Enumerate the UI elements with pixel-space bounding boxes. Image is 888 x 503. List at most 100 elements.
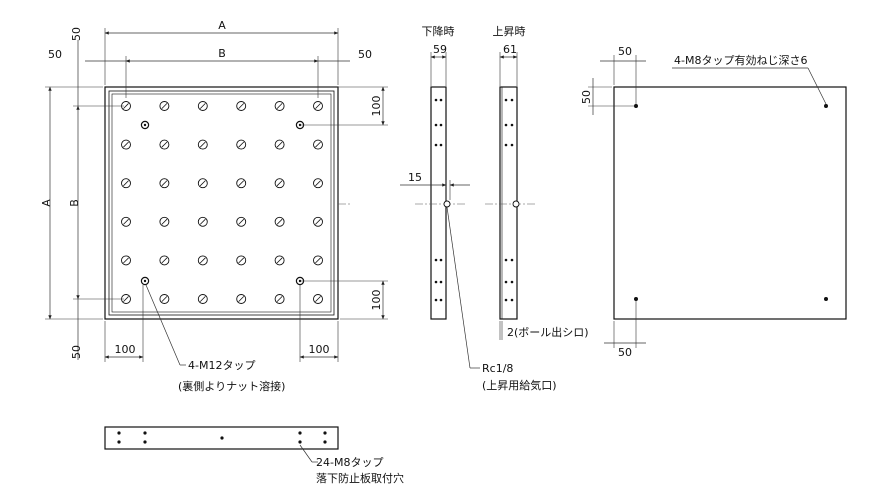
strip-hole	[323, 431, 327, 435]
dim-50-bv-top: 50	[618, 45, 632, 58]
ball-hole	[197, 294, 208, 304]
ball-hole	[274, 178, 285, 189]
side-hole	[439, 98, 443, 102]
dim-a-top: A	[218, 19, 226, 32]
side-hole	[504, 280, 508, 284]
side-hole	[510, 280, 514, 284]
ball-hole	[159, 178, 170, 189]
ball-hole	[236, 101, 247, 111]
ball-hole	[121, 178, 131, 189]
front-strip-view: 24-M8タップ 落下防止板取付穴	[104, 426, 404, 485]
outer-frame	[104, 86, 339, 320]
side-hole	[510, 98, 514, 102]
dim-50-left-bottom: 50	[70, 345, 83, 359]
ball-hole	[313, 139, 323, 150]
side-view-lowered: 下降時 59 15	[400, 24, 470, 320]
ball-hole	[159, 255, 170, 266]
side-hole	[504, 123, 508, 127]
ball-hole	[197, 255, 208, 266]
strip-hole	[117, 431, 121, 435]
side-hole	[434, 298, 438, 302]
dim-100-right-top: 100	[370, 96, 383, 117]
dim-50-bv-bottom: 50	[618, 346, 632, 359]
side-hole	[439, 143, 443, 147]
dim-100-bottom-left: 100	[115, 343, 136, 356]
m12-callout: 4-M12タップ (裏側よりナット溶接)	[145, 284, 285, 393]
side-hole	[439, 298, 443, 302]
dim-50-left-top: 50	[70, 27, 83, 41]
strip-hole	[117, 440, 121, 444]
ball-hole	[121, 216, 131, 227]
bottom-plan-view: 50 50 50 4-M8タップ有効ねじ深さ6	[580, 45, 847, 359]
bottom-dimensions: 100 100	[104, 285, 339, 362]
inner-plate	[111, 93, 332, 313]
ball-hole	[121, 139, 131, 150]
ball-hole	[274, 216, 285, 227]
side-hole	[439, 258, 443, 262]
side-hole	[439, 123, 443, 127]
ball-hole	[313, 101, 323, 111]
side-view-raised: 上昇時 61 2(ボール出シロ)	[485, 25, 589, 340]
m12-tap-label: 4-M12タップ	[188, 359, 255, 372]
ball-hole	[274, 294, 285, 304]
side-hole	[434, 123, 438, 127]
strip-hole	[220, 436, 224, 440]
label-lowered: 下降時	[422, 24, 455, 38]
side-hole	[510, 298, 514, 302]
dim-15: 15	[408, 171, 422, 184]
dim-100-right-bottom: 100	[370, 290, 383, 311]
strip-hole	[298, 440, 302, 444]
dim-50-top-left: 50	[48, 48, 62, 61]
ball-hole	[236, 216, 247, 227]
side-hole	[504, 298, 508, 302]
left-dimensions: A B 50 50	[40, 27, 124, 360]
m12-tap-note: (裏側よりナット溶接)	[178, 379, 285, 393]
ball-hole	[236, 255, 247, 266]
rc-callout: Rc1/8 (上昇用給気口)	[446, 206, 557, 392]
dim-50-bv-left: 50	[580, 90, 593, 104]
side-hole	[434, 98, 438, 102]
ball-hole	[274, 139, 285, 150]
side-hole	[510, 143, 514, 147]
m12-tap-hole	[140, 276, 150, 286]
ball-hole	[159, 101, 170, 111]
strip-hole	[143, 431, 147, 435]
ball-hole	[313, 294, 323, 304]
ball-hole	[313, 255, 323, 266]
ball-hole	[197, 178, 208, 189]
right-dimensions: 100 100	[300, 86, 388, 320]
ball-hole	[313, 216, 323, 227]
side-hole	[510, 123, 514, 127]
m8-24-label: 24-M8タップ	[316, 456, 383, 469]
ball-hole	[159, 294, 170, 304]
dim-59: 59	[433, 43, 447, 56]
label-raised: 上昇時	[493, 25, 526, 38]
ball-hole	[236, 139, 247, 150]
inner-frame	[108, 90, 335, 316]
ball-hole	[197, 216, 208, 227]
dim-a-left: A	[40, 199, 53, 207]
ball-hole	[197, 101, 208, 111]
side-hole	[439, 280, 443, 284]
dim-b-top: B	[218, 47, 226, 60]
side-hole	[510, 258, 514, 262]
main-plan-view	[104, 86, 352, 320]
m8-tap-label: 4-M8タップ有効ねじ深さ6	[674, 53, 807, 67]
side-hole	[504, 143, 508, 147]
ball-hole	[197, 139, 208, 150]
ball-hole	[159, 139, 170, 150]
m12-tap-hole	[140, 120, 150, 130]
side-hole	[434, 143, 438, 147]
side-hole	[434, 258, 438, 262]
dim-b-left: B	[68, 199, 81, 207]
dim-50-top-right: 50	[358, 48, 372, 61]
rc-note: (上昇用給気口)	[482, 378, 557, 392]
ball-hole	[236, 178, 247, 189]
dim-2-ball: 2(ボール出シロ)	[507, 325, 589, 339]
rc-label: Rc1/8	[482, 362, 513, 375]
ball-hole	[313, 178, 323, 189]
strip-hole	[143, 440, 147, 444]
dim-100-bottom-right: 100	[309, 343, 330, 356]
side-hole	[434, 280, 438, 284]
